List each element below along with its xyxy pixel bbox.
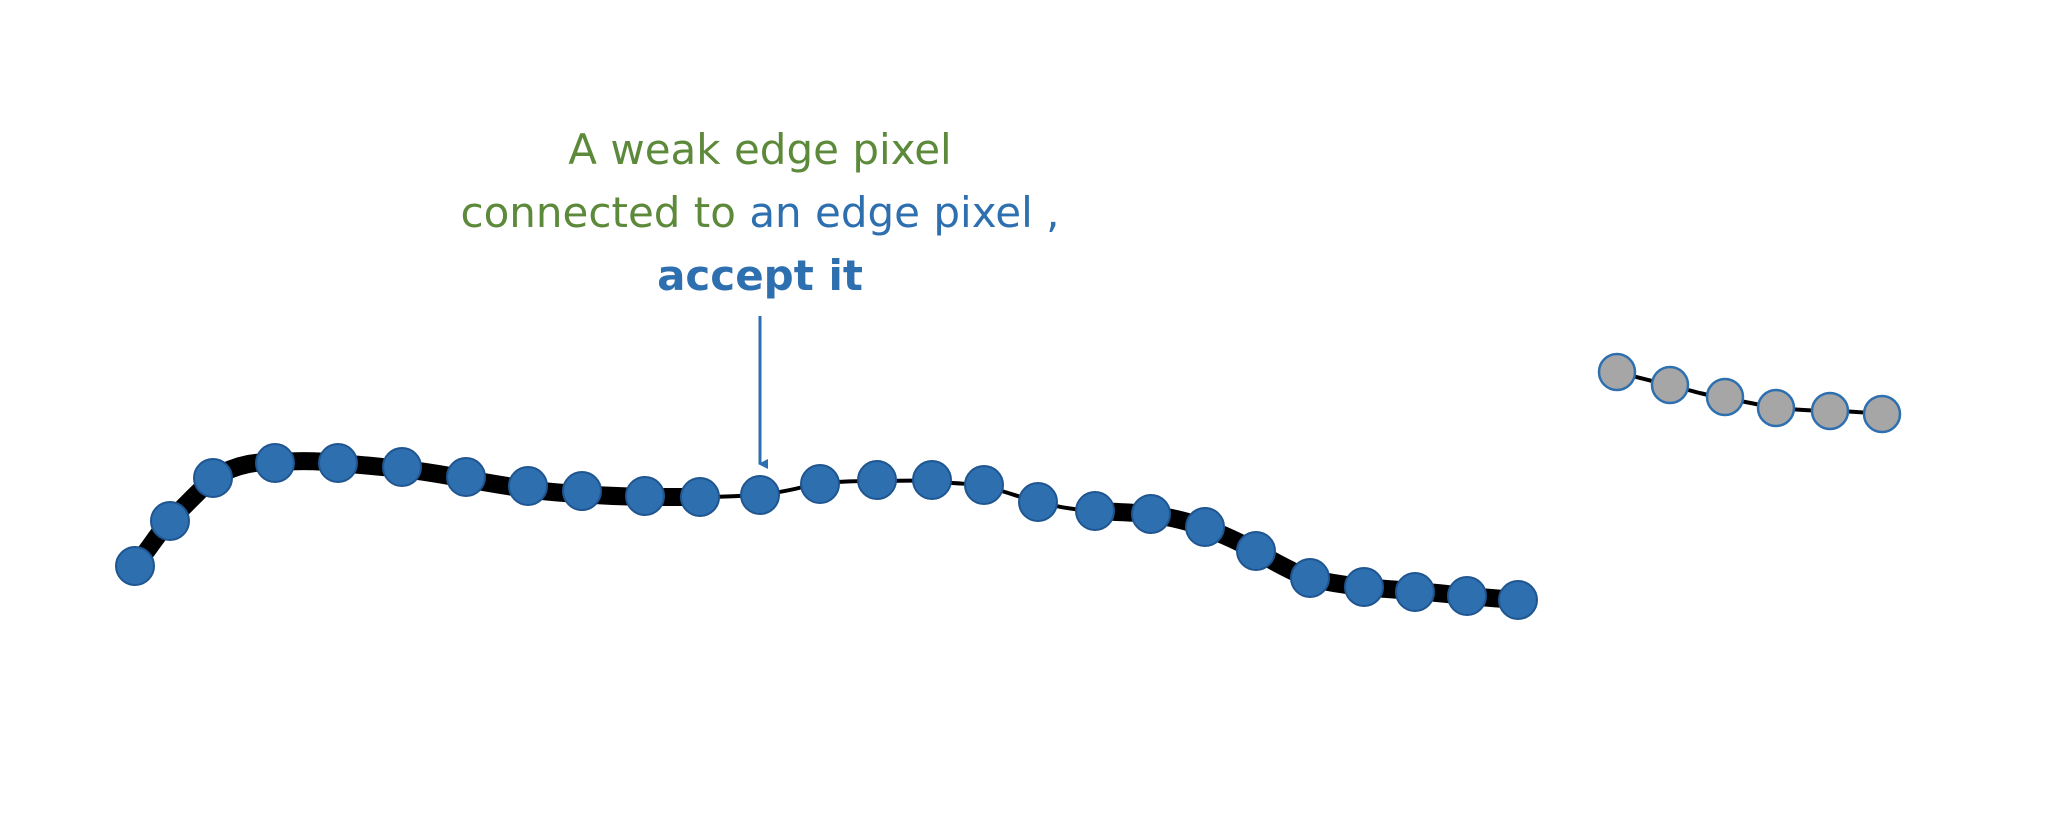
edge-pixel-node bbox=[382, 447, 422, 487]
annotation-line-1: A weak edge pixel bbox=[568, 125, 952, 174]
edge-pixel-node bbox=[1395, 572, 1435, 612]
edge-pixel-node bbox=[1185, 507, 1225, 547]
edge-pixel-node bbox=[115, 546, 155, 586]
edge-pixel-node bbox=[1290, 558, 1330, 598]
weak-pixel-node bbox=[1705, 377, 1745, 417]
edge-pixel-node bbox=[318, 443, 358, 483]
edge-pixel-node bbox=[1344, 567, 1384, 607]
edge-pixel-node bbox=[680, 477, 720, 517]
edge-pixel-node bbox=[1447, 576, 1487, 616]
annotation-line-2-weak: connected to bbox=[460, 188, 750, 237]
weak-pixel-node bbox=[1597, 352, 1637, 392]
edge-pixel-node bbox=[1018, 482, 1058, 522]
edge-pixel-node bbox=[912, 460, 952, 500]
edge-pixel-nodes bbox=[115, 443, 1538, 620]
edge-pixel-node bbox=[800, 464, 840, 504]
edge-pixel-node bbox=[1131, 494, 1171, 534]
annotation-line-2: connected to an edge pixel , bbox=[360, 181, 1160, 244]
edge-pixel-node bbox=[193, 458, 233, 498]
weak-pixel-node bbox=[1810, 391, 1850, 431]
edge-pixel-node bbox=[1236, 531, 1276, 571]
edge-pixel-node bbox=[255, 443, 295, 483]
weak-pixel-node bbox=[1862, 394, 1902, 434]
edge-pixel-node-accepted bbox=[740, 475, 780, 515]
annotation-line-2-edge: an edge pixel , bbox=[749, 188, 1060, 237]
edge-pixel-node bbox=[625, 476, 665, 516]
annotation-line-3: accept it bbox=[657, 251, 863, 300]
edge-pixel-node bbox=[1498, 580, 1538, 620]
edge-pixel-node bbox=[562, 471, 602, 511]
isolated-weak-pixel-nodes bbox=[1597, 352, 1902, 434]
annotation-text: A weak edge pixel connected to an edge p… bbox=[360, 118, 1160, 307]
edge-pixel-node bbox=[964, 465, 1004, 505]
edge-pixel-node bbox=[150, 501, 190, 541]
edge-pixel-node bbox=[508, 466, 548, 506]
edge-pixel-node bbox=[446, 457, 486, 497]
edge-pixel-node bbox=[1075, 491, 1115, 531]
edge-pixel-node bbox=[857, 460, 897, 500]
weak-pixel-node bbox=[1650, 365, 1690, 405]
weak-pixel-node bbox=[1756, 388, 1796, 428]
